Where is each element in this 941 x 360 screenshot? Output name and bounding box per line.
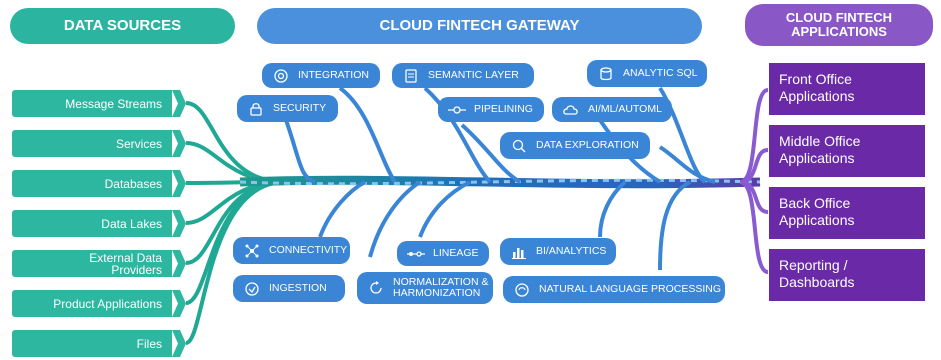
pipeline-icon	[448, 101, 466, 119]
app-back-office: Back Office Applications	[769, 187, 925, 239]
service-label: INTEGRATION	[298, 69, 369, 81]
refresh-icon	[367, 279, 385, 297]
service-ingestion: INGESTION	[233, 275, 345, 302]
target-icon	[272, 67, 290, 85]
bottom-connectors	[318, 180, 692, 271]
source-external-data-providers: External Data Providers	[12, 250, 172, 277]
chevron-icon	[172, 290, 186, 317]
source-product-applications: Product Applications	[12, 290, 172, 317]
source-connectors	[185, 101, 286, 345]
service-natural-language-processing: NATURAL LANGUAGE PROCESSING	[503, 276, 725, 303]
search-icon	[510, 137, 528, 155]
service-label: AI/ML/AUTOML	[588, 103, 662, 115]
app-reporting-dashboards: Reporting / Dashboards	[769, 249, 925, 301]
chevron-icon	[172, 250, 186, 277]
chevron-icon	[172, 130, 186, 157]
cloud-icon	[562, 101, 580, 119]
service-label: BI/ANALYTICS	[536, 245, 607, 257]
service-label: PIPELINING	[474, 103, 533, 115]
service-lineage: LINEAGE	[397, 241, 489, 266]
service-label: CONNECTIVITY	[269, 244, 348, 256]
gateway-band	[239, 175, 761, 189]
source-services: Services	[12, 130, 172, 157]
bar-chart-icon	[510, 243, 528, 261]
source-databases: Databases	[12, 170, 172, 197]
source-message-streams: Message Streams	[12, 90, 172, 117]
service-label: NATURAL LANGUAGE PROCESSING	[539, 283, 722, 295]
service-label: ANALYTIC SQL	[623, 67, 698, 79]
chat-icon	[513, 281, 531, 299]
gateway-header: CLOUD FINTECH GATEWAY	[257, 8, 702, 44]
chevron-icon	[172, 210, 186, 237]
service-normalization: NORMALIZATION & HARMONIZATION	[357, 272, 493, 304]
ingestion-icon	[243, 280, 261, 298]
service-label: SEMANTIC LAYER	[428, 69, 519, 81]
applications-header: CLOUD FINTECH APPLICATIONS	[745, 4, 933, 46]
service-label: SECURITY	[273, 102, 327, 114]
app-connectors	[739, 88, 769, 274]
service-connectivity: CONNECTIVITY	[233, 237, 350, 264]
service-pipelining: PIPELINING	[438, 97, 544, 122]
document-icon	[402, 67, 420, 85]
service-label: LINEAGE	[433, 247, 479, 259]
service-analytic-sql: ANALYTIC SQL	[587, 60, 707, 87]
service-integration: INTEGRATION	[262, 63, 380, 88]
chevron-icon	[172, 330, 186, 357]
lock-icon	[247, 100, 265, 118]
network-icon	[243, 242, 261, 260]
service-bi-analytics: BI/ANALYTICS	[500, 238, 616, 265]
service-data-exploration: DATA EXPLORATION	[500, 132, 650, 159]
service-ai-ml: AI/ML/AUTOML	[552, 97, 672, 122]
source-files: Files	[12, 330, 172, 357]
service-security: SECURITY	[237, 95, 338, 122]
chevron-icon	[172, 170, 186, 197]
service-label: INGESTION	[269, 282, 327, 294]
service-label: NORMALIZATION & HARMONIZATION	[393, 276, 489, 299]
data-sources-header: DATA SOURCES	[10, 8, 235, 44]
service-semantic-layer: SEMANTIC LAYER	[392, 63, 534, 88]
source-data-lakes: Data Lakes	[12, 210, 172, 237]
lineage-icon	[407, 245, 425, 263]
app-middle-office: Middle Office Applications	[769, 125, 925, 177]
app-front-office: Front Office Applications	[769, 63, 925, 115]
chevron-icon	[172, 90, 186, 117]
database-icon	[597, 65, 615, 83]
service-label: DATA EXPLORATION	[536, 139, 639, 151]
